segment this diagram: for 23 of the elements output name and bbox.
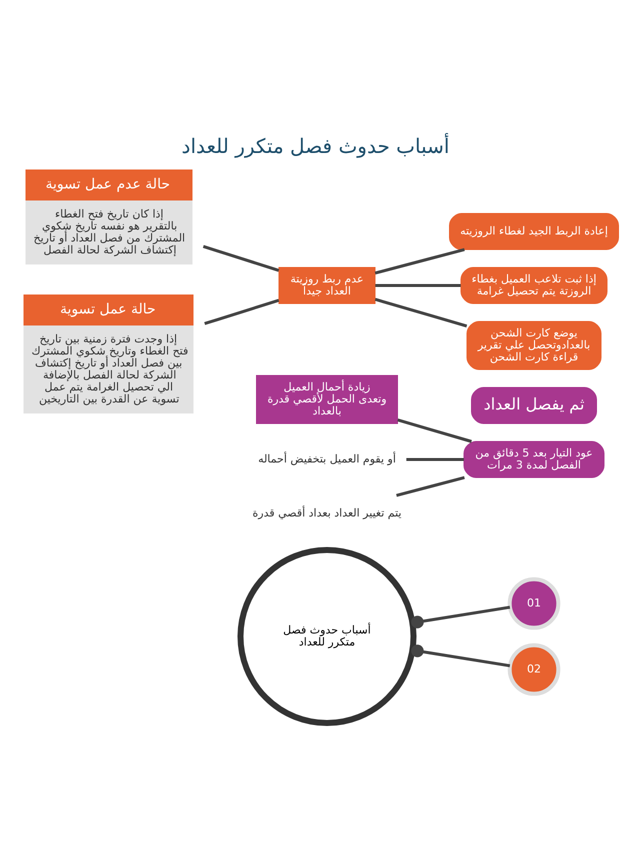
connector [397, 418, 472, 442]
node-text: أو يقوم العميل بتخفيض أحماله [258, 452, 396, 465]
connector [411, 605, 510, 628]
node-box: إذا ثبت تلاعب العميل بغطاء الروزتة يتم تحصيل غرامة [460, 266, 608, 304]
node-box: ثم يفصل العداد [471, 386, 597, 424]
node-circle: أسباب حدوث فصل متكرر للعداد [238, 546, 416, 726]
connector [202, 244, 280, 272]
node-box: زيادة أحمال العميل وتعدى الحمل لأقصي قدرة بالعداد [256, 374, 398, 424]
node-box: عود التيار بعد 5 دقائق من الفصل لمدة 3 مرات [464, 440, 604, 478]
connector [396, 476, 465, 496]
connector [411, 644, 510, 667]
connector [374, 248, 465, 274]
connector [375, 284, 461, 286]
connector [406, 458, 464, 460]
node-circle: 01 [508, 576, 560, 630]
diagram-title: أسباب حدوث فصل متكرر للعداد [182, 134, 450, 158]
node-box: إعادة الربط الجيد لغطاء الروزيته [449, 212, 619, 250]
node-circle: 02 [508, 642, 560, 696]
connector [204, 298, 280, 325]
node-box: عدم ربط روزيتة العداد جيداً [278, 266, 376, 304]
node-box: يوضع كارت الشحن بالعدادوتحصل علي تقرير قراءة كارت الشحن [466, 320, 602, 370]
connector [374, 297, 468, 328]
node-text: يتم تغيير العداد بعداد أقصي قدرة [252, 506, 402, 519]
